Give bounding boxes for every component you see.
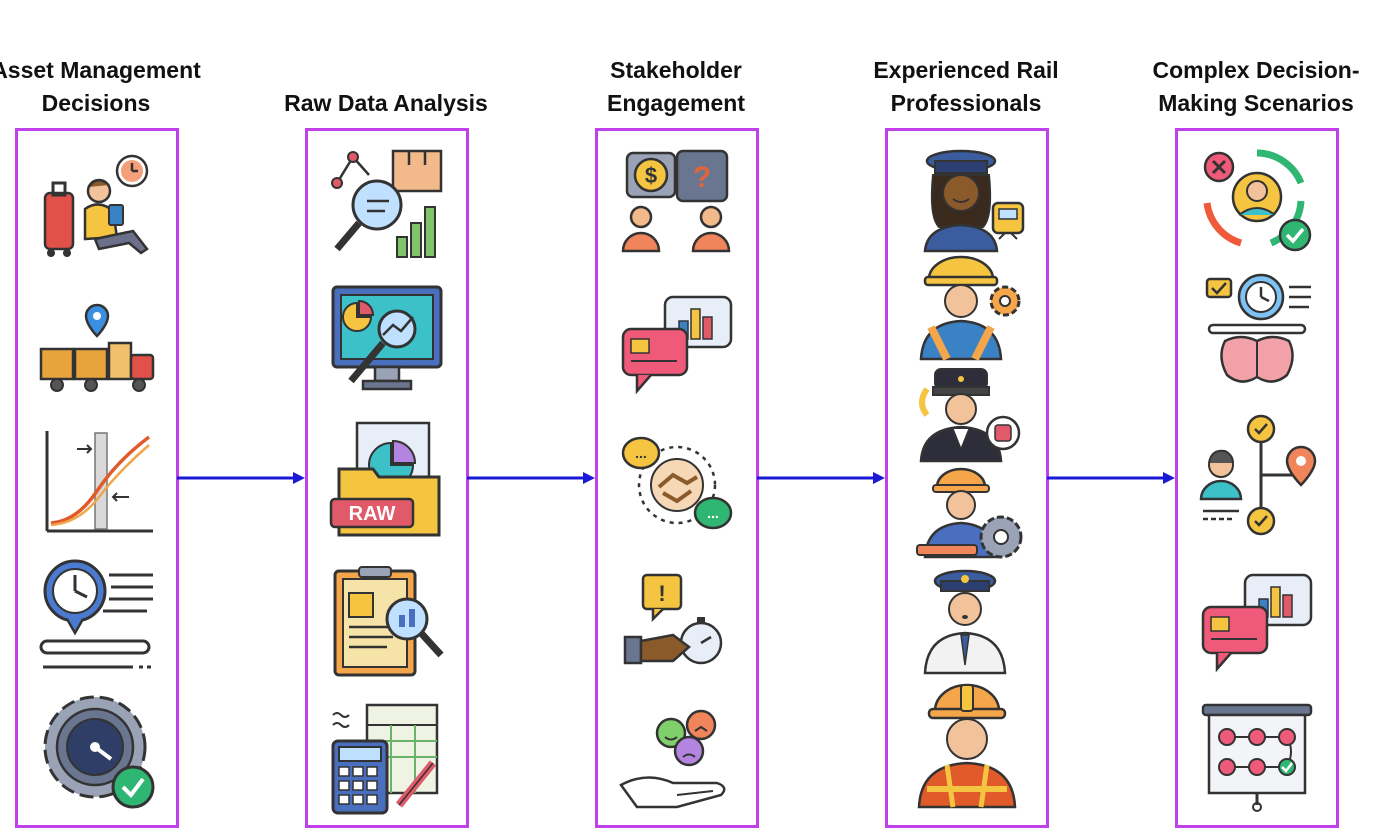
decision-board-icon <box>1197 701 1317 813</box>
flow-arrow <box>1047 466 1177 490</box>
flow-arrow <box>177 466 307 490</box>
crossing-curves-graph-icon <box>37 427 157 537</box>
train-conductor-woman-icon <box>907 147 1027 253</box>
svg-text:!: ! <box>658 581 665 606</box>
svg-text:RAW: RAW <box>349 503 396 525</box>
svg-text:?: ? <box>693 161 711 194</box>
data-analysis-magnifier-icon <box>327 145 447 263</box>
hand-emotions-icon <box>617 707 737 815</box>
stage-box: $? ...... ! <box>595 128 759 828</box>
flow-arrow <box>467 466 597 490</box>
construction-worker-icon <box>907 677 1027 809</box>
cost-question-discussion-icon: $? <box>617 147 737 255</box>
report-magnifier-icon <box>327 563 447 679</box>
svg-text:...: ... <box>635 445 647 461</box>
gear-gauge-check-icon <box>37 687 157 811</box>
stage-title: Stakeholder Engagement <box>606 57 746 116</box>
stage-title: Experienced Rail Professionals <box>873 57 1059 116</box>
stage-title: Asset Management Decisions <box>0 57 201 116</box>
monitor-analytics-icon <box>327 281 447 397</box>
decision-cycle-icon <box>1197 145 1317 255</box>
brain-time-checklist-icon <box>1197 271 1317 391</box>
flow-arrow <box>757 466 887 490</box>
traveler-waiting-icon <box>37 149 157 267</box>
svg-text:...: ... <box>707 505 719 521</box>
police-officer-icon <box>907 565 1027 675</box>
svg-text:$: $ <box>645 163 657 188</box>
engineer-gear-icon <box>907 253 1027 361</box>
handshake-chat-icon: ...... <box>617 429 737 539</box>
raw-data-folder-icon: RAW <box>327 419 447 545</box>
stage-box <box>15 128 179 828</box>
hand-stopwatch-alert-icon: ! <box>617 571 737 675</box>
stage-box <box>1175 128 1339 828</box>
chat-chart-icon <box>1197 569 1317 673</box>
decision-path-location-icon <box>1197 413 1317 539</box>
calculator-spreadsheet-icon <box>327 701 447 817</box>
stage-title: Complex Decision-Making Scenarios <box>1152 57 1360 116</box>
stage-box <box>885 128 1049 828</box>
mechanic-gear-icon <box>907 465 1027 565</box>
chat-chart-icon <box>617 291 737 395</box>
stage-title: Raw Data Analysis <box>284 90 488 116</box>
stage-box: RAW <box>305 128 469 828</box>
stopwatch-speed-icon <box>37 555 157 675</box>
delivery-truck-location-icon <box>37 301 157 397</box>
train-captain-icon <box>907 363 1027 463</box>
